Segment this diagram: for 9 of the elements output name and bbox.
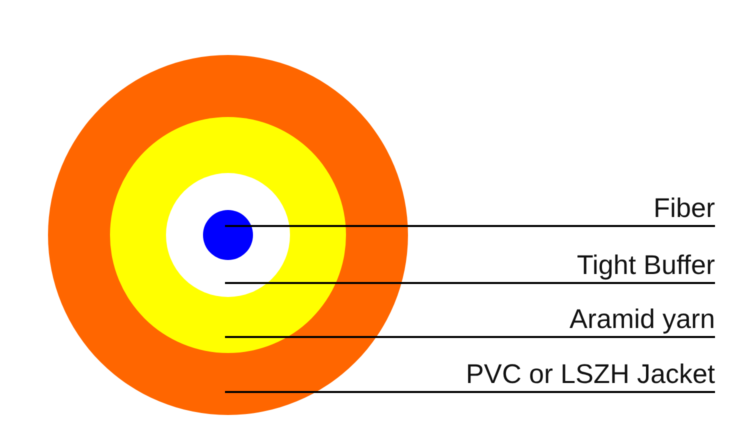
part-label: Tight Buffer [576, 250, 715, 280]
leader-line [225, 336, 715, 338]
part-label: PVC or LSZH Jacket [466, 359, 715, 389]
leader-line [225, 282, 715, 284]
leader-line [225, 391, 715, 393]
part-label: Fiber [653, 193, 715, 223]
leader-line [225, 225, 715, 227]
part-label: Aramid yarn [569, 304, 715, 334]
circle-layer [203, 210, 253, 260]
